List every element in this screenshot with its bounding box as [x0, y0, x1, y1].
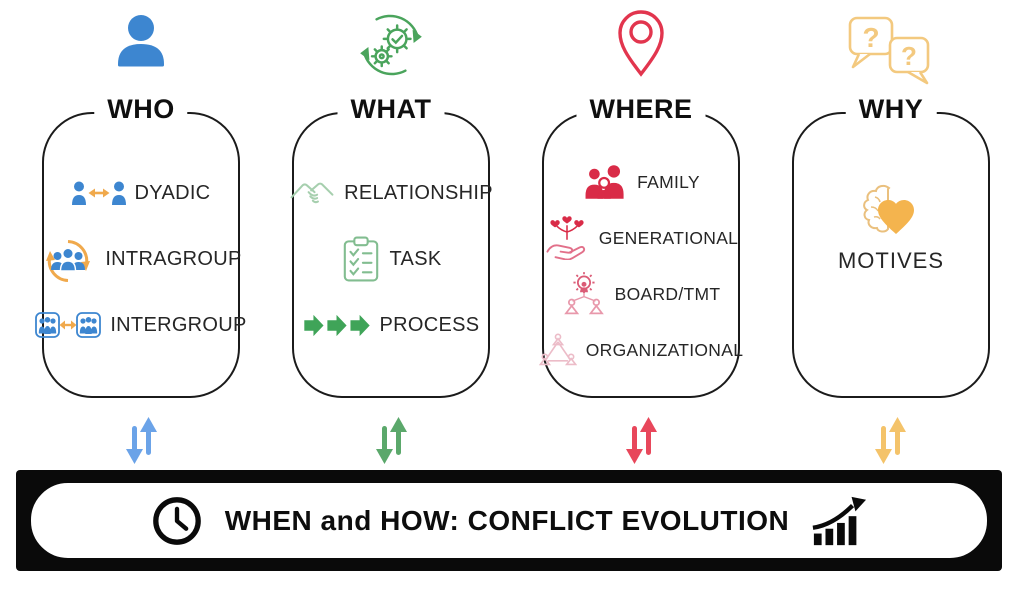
list-item-task: TASK [341, 236, 442, 282]
item-label: MOTIVES [837, 248, 944, 273]
list-item-motives: MOTIVES [794, 114, 988, 274]
list-item-process: PROCESS [303, 304, 480, 346]
where-box: WHERE FAMILY [538, 94, 743, 398]
svg-text:?: ? [901, 41, 917, 71]
list-item-generational: GENERATIONAL [544, 216, 738, 260]
who-box: WHO DYADIC [35, 94, 246, 398]
question-bubbles-icon: ? ? [848, 16, 930, 85]
item-label: ORGANIZATIONAL [585, 339, 744, 360]
list-item-intragroup: INTRAGROUP [40, 238, 242, 282]
where-title: WHERE [576, 94, 706, 125]
footer-label: WHEN and HOW: CONFLICT EVOLUTION [224, 504, 790, 536]
triangle-network-icon [538, 333, 577, 366]
list-item-dyadic: DYADIC [71, 172, 211, 214]
why-title: WHY [845, 94, 937, 125]
growth-chart-icon [812, 496, 867, 545]
brain-heart-icon [863, 184, 914, 234]
org-chart-gear-icon [563, 272, 604, 315]
list-item-organizational: ORGANIZATIONAL [538, 328, 744, 372]
family-icon [585, 165, 624, 199]
item-label: INTRAGROUP [105, 247, 242, 270]
item-label: GENERATIONAL [598, 227, 739, 248]
process-arrows-icon [303, 314, 370, 336]
item-label: RELATIONSHIP [344, 181, 493, 204]
handshake-icon [290, 182, 334, 204]
list-item-boardtmt: BOARD/TMT [562, 272, 721, 316]
what-title: WHAT [337, 94, 445, 125]
list-item-family: FAMILY [582, 160, 700, 204]
task-checklist-icon [343, 236, 378, 282]
item-label: INTERGROUP [110, 313, 247, 336]
person-icon [118, 15, 164, 67]
item-label: DYADIC [134, 181, 211, 204]
what-updown-arrow-icon [376, 417, 407, 464]
when-how-banner-inner: WHEN and HOW: CONFLICT EVOLUTION [28, 480, 990, 561]
gears-cycle-icon [360, 14, 422, 76]
dyadic-icon [71, 181, 126, 205]
item-label: FAMILY [637, 171, 700, 192]
svg-text:?: ? [862, 22, 879, 53]
clock-icon [152, 496, 201, 545]
who-updown-arrow-icon [126, 417, 157, 464]
why-updown-arrow-icon [875, 417, 906, 464]
item-label: PROCESS [379, 313, 480, 336]
item-label: BOARD/TMT [614, 283, 721, 304]
why-box: WHY MOTIVES [792, 94, 990, 398]
list-item-intergroup: INTERGROUP [35, 304, 246, 346]
when-how-banner: WHEN and HOW: CONFLICT EVOLUTION [16, 470, 1002, 571]
map-pin-icon [618, 10, 664, 77]
item-label: TASK [389, 247, 442, 270]
who-title: WHO [94, 94, 188, 125]
intergroup-icon [35, 312, 102, 338]
list-item-relationship: RELATIONSHIP [289, 172, 493, 214]
hand-sprout-icon [546, 216, 585, 260]
intragroup-icon [46, 240, 91, 282]
where-updown-arrow-icon [626, 417, 657, 464]
what-box: WHAT RELATIONSHIP [289, 94, 493, 398]
